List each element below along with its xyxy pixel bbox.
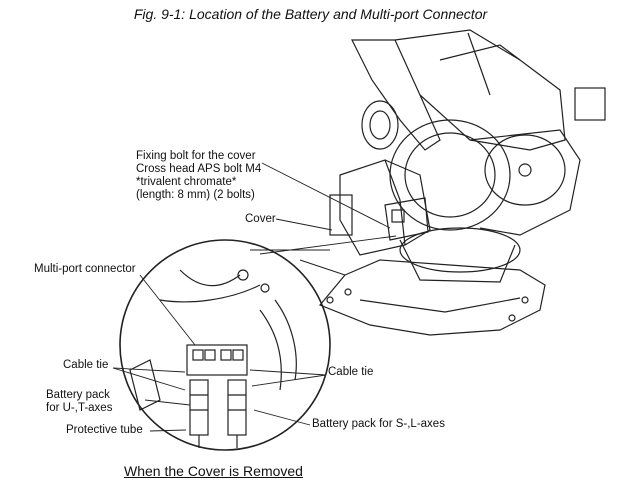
label-fixing-bolt-line3: *trivalent chromate*	[136, 176, 237, 188]
label-protective-tube: Protective tube	[66, 424, 143, 436]
label-battery-pack-ut-line1: Battery pack	[46, 389, 110, 401]
leader-lines	[112, 162, 397, 432]
label-fixing-bolt-line1: Fixing bolt for the cover	[136, 150, 256, 162]
label-battery-pack-ut-line2: for U-,T-axes	[46, 402, 113, 414]
label-cover: Cover	[245, 213, 276, 225]
label-fixing-bolt: Fixing bolt for the cover Cross head APS…	[136, 150, 261, 202]
label-battery-pack-ut: Battery pack for U-,T-axes	[46, 389, 112, 415]
rotary-base	[319, 119, 581, 336]
robot-arm	[351, 29, 606, 151]
figure-title: Fig. 9-1: Location of the Battery and Mu…	[133, 6, 488, 22]
label-battery-pack-sl: Battery pack for S-,L-axes	[312, 418, 445, 430]
label-cable-tie-left: Cable tie	[63, 359, 109, 371]
detail-view	[119, 239, 346, 451]
figure-caption: When the Cover is Removed	[124, 463, 303, 479]
cover-box	[329, 159, 431, 256]
label-fixing-bolt-line2: Cross head APS bolt M4	[136, 163, 262, 175]
label-cable-tie-right: Cable tie	[328, 366, 374, 378]
label-multi-port-connector: Multi-port connector	[34, 263, 136, 275]
label-fixing-bolt-line4: (length: 8 mm) (2 bolts)	[136, 189, 255, 201]
